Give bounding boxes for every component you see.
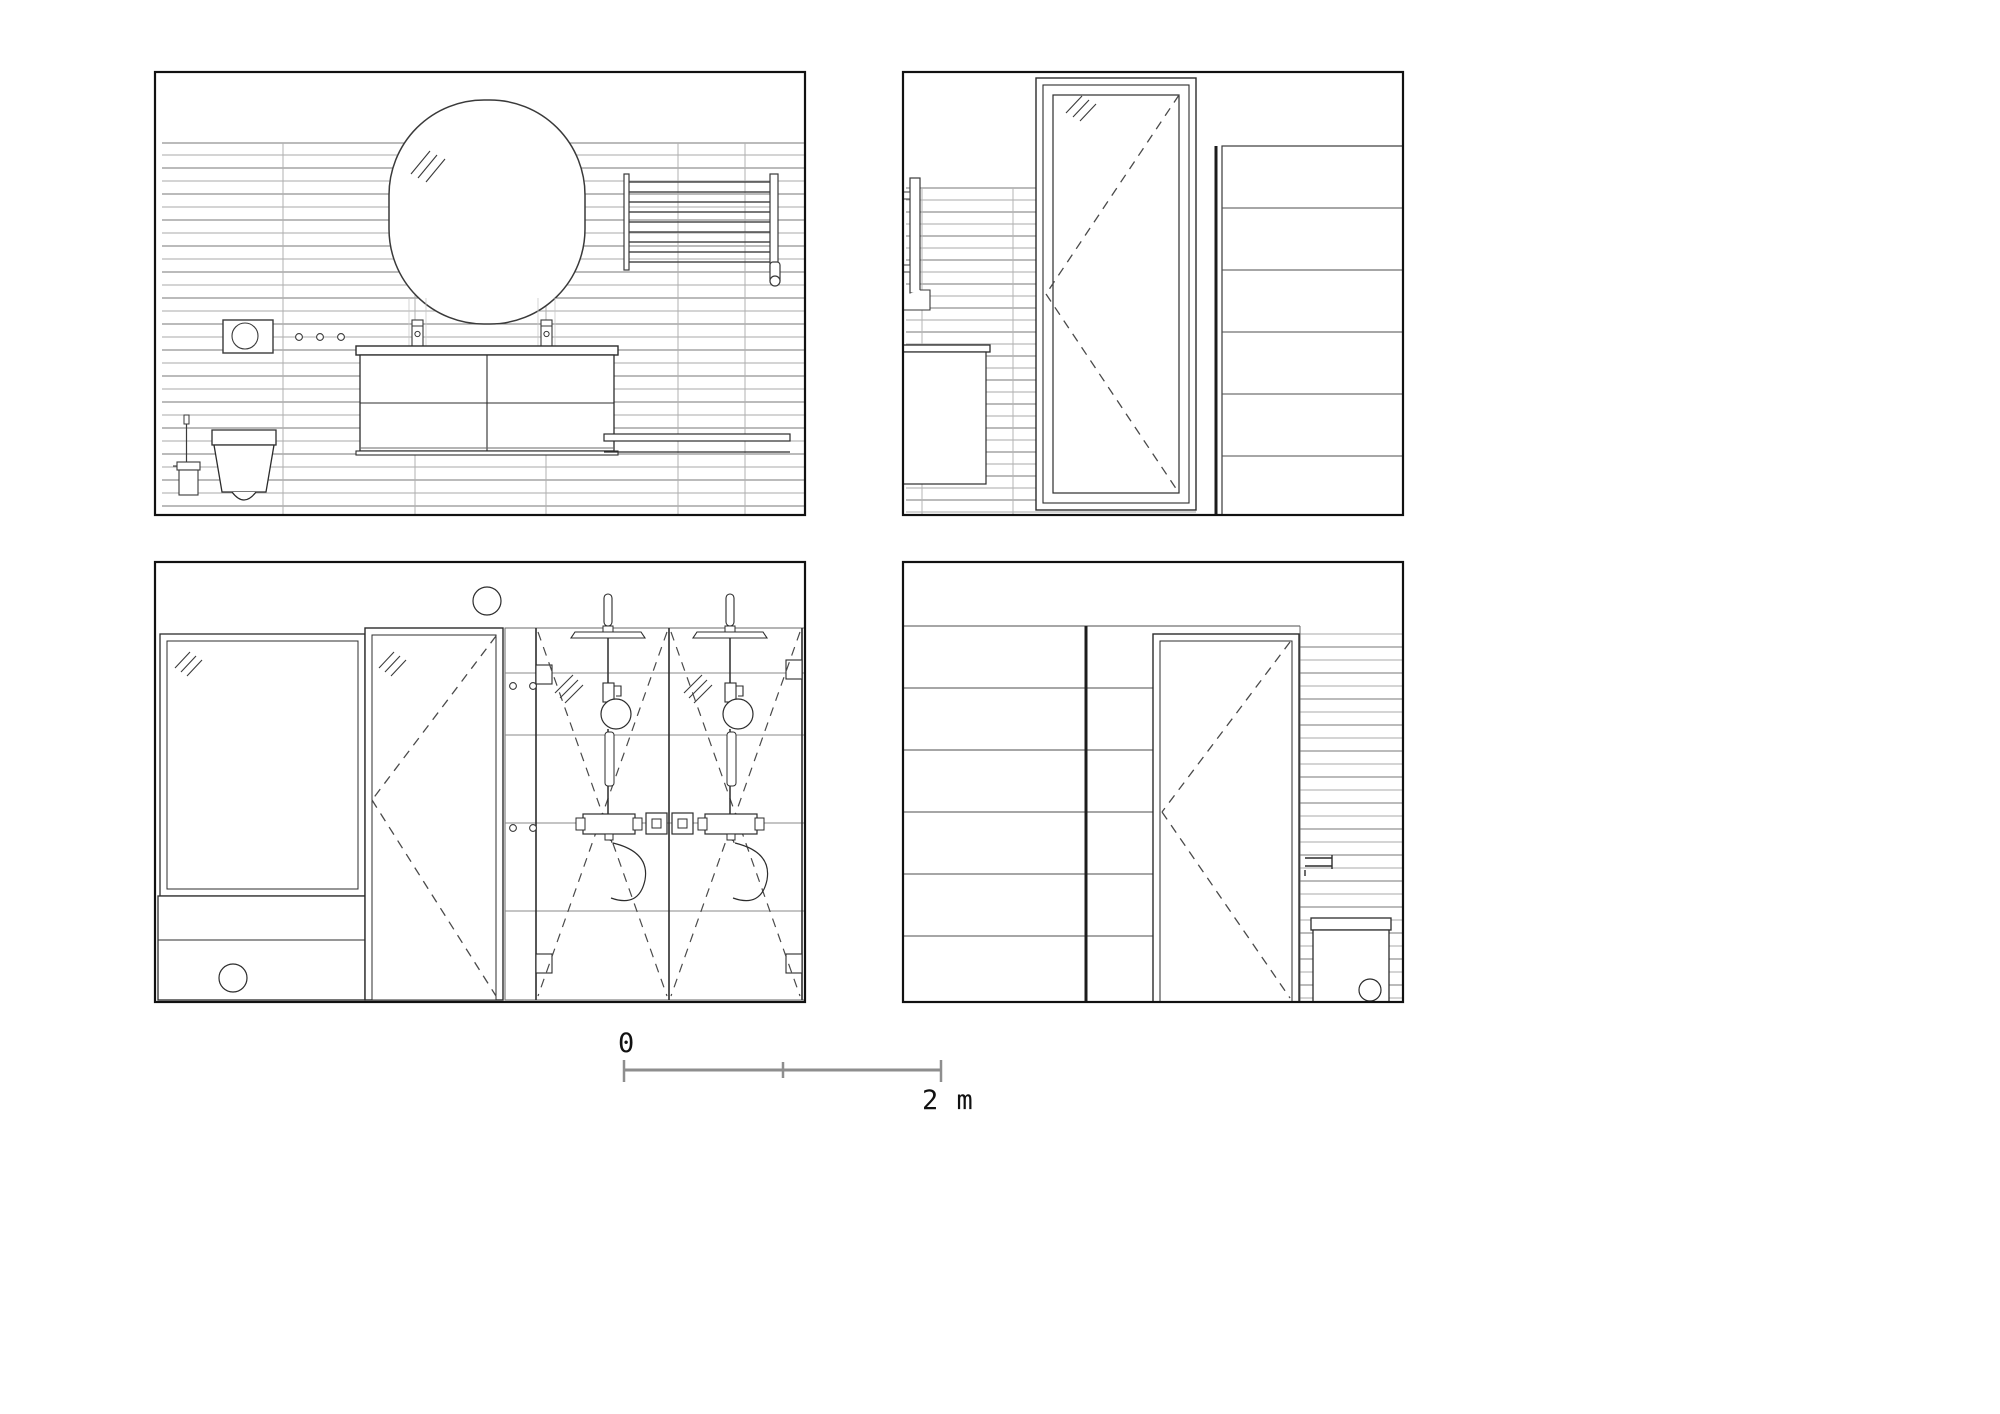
switch-dots-c-upper <box>509 682 537 690</box>
scale-end-label: 2 m <box>922 1085 974 1116</box>
door-swing-indicator-b <box>1045 94 1180 494</box>
panel-elevation-d <box>901 560 1405 1004</box>
right-panel-field-b <box>1214 145 1403 515</box>
mirror-panel-left-c <box>159 633 366 897</box>
switch-dots <box>295 333 345 341</box>
mirrored-door-c[interactable] <box>364 627 504 1001</box>
shower-glass-marks-c2 <box>683 674 713 704</box>
panel-c-frame <box>153 560 807 1004</box>
wall-hung-toilet <box>211 429 277 501</box>
rain-head-right <box>691 631 769 639</box>
towel-radiator <box>623 173 781 287</box>
mixer-body-right <box>704 813 758 835</box>
scale-bar <box>622 1060 943 1082</box>
scale-start-label: 0 <box>618 1028 636 1059</box>
cabinet-lower-c <box>157 895 366 1001</box>
shower-column-right <box>691 593 769 902</box>
oval-mirror <box>388 99 586 325</box>
panel-c-content <box>155 562 805 1002</box>
mirror-glass-marks-c <box>174 651 203 677</box>
panel-elevation-b <box>901 70 1405 517</box>
panel-elevation-a <box>153 70 807 517</box>
shower-hinge-top-left <box>535 664 553 685</box>
handshower-head-right <box>722 698 754 730</box>
shower-glass-marks-c <box>554 674 584 704</box>
door-glass-marks-c <box>378 651 407 677</box>
toilet-partial-d <box>1310 917 1392 1002</box>
panel-d-content <box>903 562 1403 1002</box>
mixer-body-left <box>582 813 636 835</box>
panel-elevation-c <box>153 560 807 1004</box>
towel-hook-d <box>1304 855 1333 876</box>
rain-head-left <box>569 631 647 639</box>
ceiling-light-c <box>472 586 502 616</box>
door-glass-marks-b <box>1065 95 1097 122</box>
vanity-unit <box>355 345 619 456</box>
door-d[interactable] <box>1152 633 1300 1002</box>
shower-hose-right <box>732 842 769 902</box>
shower-column-left <box>569 593 647 902</box>
door-swing-indicator-c <box>371 635 497 997</box>
handshower-head-left <box>600 698 632 730</box>
shower-hinge-bottom-left <box>535 953 553 974</box>
faucet-riser-guides <box>408 298 556 350</box>
shower-hinge-bottom-right <box>785 953 803 974</box>
door-swing-indicator-d <box>1161 641 1291 999</box>
mirror-glass-marks <box>410 150 446 183</box>
mirrored-door-b[interactable] <box>1035 77 1197 511</box>
shelf-ledge <box>603 433 791 453</box>
toilet-brush <box>173 414 201 496</box>
shower-hose-left <box>610 842 647 902</box>
panel-a-frame <box>153 70 807 517</box>
towel-radiator-side <box>903 177 931 311</box>
panel-b-frame <box>901 70 1405 517</box>
vanity-side-b <box>903 344 991 485</box>
panel-a-content <box>155 72 805 515</box>
toilet-knob-d <box>1358 978 1382 1002</box>
access-panel <box>222 319 274 354</box>
switch-dots-c-lower <box>509 824 537 832</box>
panel-b-content <box>903 72 1403 515</box>
panel-d-frame <box>901 560 1405 1004</box>
shower-hinge-top-right <box>785 659 803 680</box>
shower-door-handles[interactable] <box>645 812 694 835</box>
